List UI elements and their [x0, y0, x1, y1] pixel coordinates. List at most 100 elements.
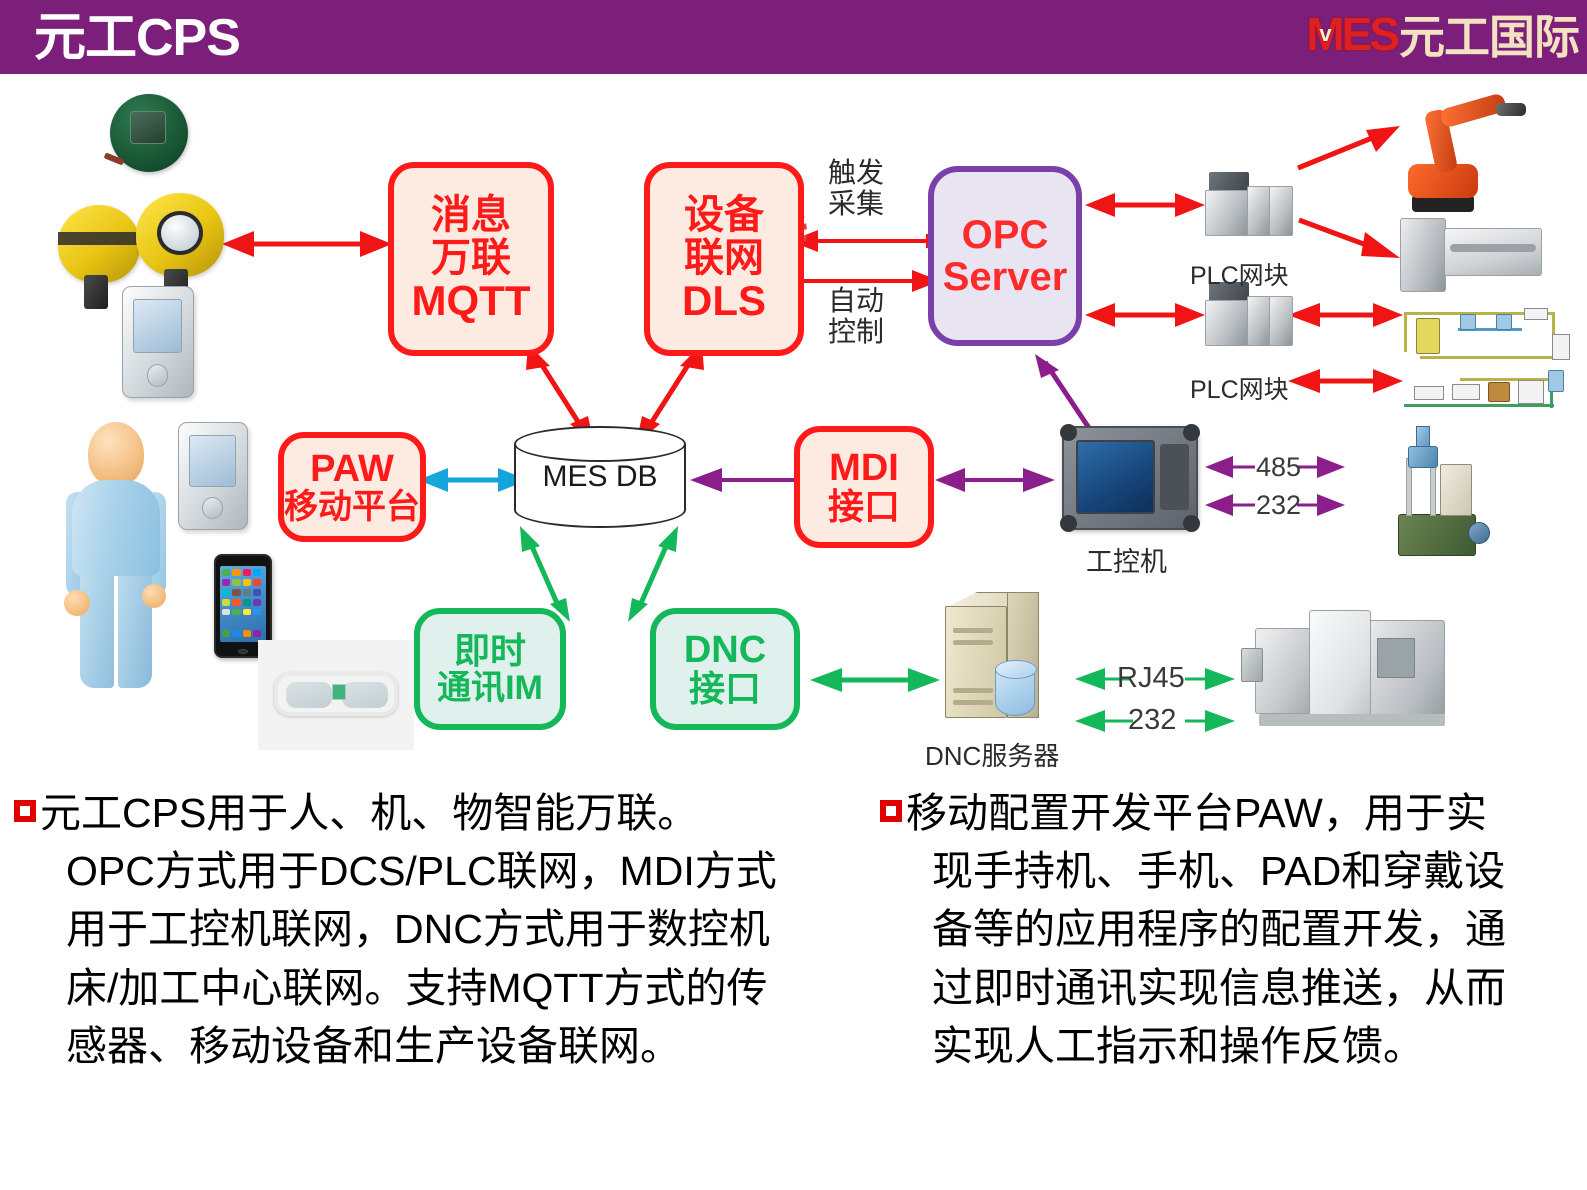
tablet-bumper-br	[1183, 515, 1200, 532]
label-485: 485	[1256, 452, 1302, 482]
brand-logo: MES v 元工国际	[1306, 4, 1580, 64]
logo-mes-text: MES v	[1306, 7, 1400, 61]
smart-glasses-icon	[258, 640, 414, 750]
node-opc-server[interactable]: OPC Server	[928, 166, 1082, 346]
node-dnc-line-2: 接口	[688, 668, 761, 710]
smartphone-home-button	[237, 649, 249, 654]
cps-architecture-diagram: 消息 万联 MQTT 设备 联网 DLS OPC Server PAW 移动平台…	[0, 74, 1587, 784]
arrow-paw-to-db	[418, 466, 528, 494]
label-trigger-line-2: 采集	[828, 187, 885, 219]
node-paw[interactable]: PAW 移动平台	[278, 432, 426, 542]
plc-module-icon	[1205, 172, 1297, 238]
node-mdi[interactable]: MDI 接口	[794, 426, 934, 548]
sensor-left-stem	[84, 275, 108, 309]
server-bay-2	[953, 640, 993, 645]
arrow-plc-to-robot	[1290, 126, 1400, 174]
label-232-upper: 232	[1256, 490, 1302, 520]
slide-header: 元工CPS MES v 元工国际	[0, 0, 1587, 74]
arrow-plc-to-machine	[1295, 214, 1400, 260]
bullet-left-line-4: 床/加工中心联网。支持MQTT方式的传	[66, 964, 768, 1011]
server-bay-3	[953, 688, 993, 693]
node-mqtt[interactable]: 消息 万联 MQTT	[388, 162, 554, 356]
process-schematic-icon	[1400, 302, 1572, 370]
label-plc-module-bottom: PLC网块	[1190, 376, 1289, 404]
pcb-wire	[103, 152, 125, 167]
cnc-left-body	[1255, 628, 1313, 714]
node-dnc-line-1: DNC	[683, 628, 767, 671]
node-dls[interactable]: 设备 联网 DLS	[644, 162, 804, 356]
cnc-base-frame	[1259, 714, 1445, 726]
arrow-link-232-upper	[1205, 492, 1345, 518]
bullet-left-line-1: 元工CPS用于人、机、物智能万联。	[40, 790, 699, 836]
person-hand-left	[64, 590, 90, 616]
server-bay-1	[953, 628, 993, 633]
robot-arm-icon	[1400, 92, 1540, 212]
bullet-left-line-5: 感器、移动设备和生产设备联网。	[66, 1022, 681, 1069]
node-im[interactable]: 即时 通讯IM	[414, 608, 566, 730]
cnc-center-door	[1309, 610, 1371, 718]
node-dls-line-1: 设备	[684, 193, 764, 238]
sch-pipe-3	[1458, 328, 1522, 331]
person-body	[72, 480, 160, 576]
machine-cabinet	[1400, 218, 1446, 292]
server-database-disc	[994, 660, 1037, 716]
sensor-band	[58, 231, 140, 245]
db-label: MES DB	[542, 460, 658, 493]
plc2-block-mid	[1247, 296, 1271, 346]
node-im-line-1: 即时	[453, 629, 526, 671]
bullet-right-line-4: 过即时通讯实现信息推送，从而	[932, 964, 1506, 1011]
pda-handheld-icon	[122, 286, 209, 408]
server-bay-4	[953, 700, 993, 705]
robot-wrist	[1496, 103, 1526, 116]
arrow-sensors-to-mqtt	[222, 229, 392, 259]
sch-tank-blue-2	[1496, 314, 1512, 330]
arrow-plc-to-schematic-1	[1288, 302, 1403, 328]
bullet-text-area: 元工CPS用于人、机、物智能万联。 OPC方式用于DCS/PLC联网，MDI方式…	[0, 784, 1587, 1190]
person-head	[88, 422, 144, 486]
logo-company-name: 元工国际	[1399, 11, 1580, 63]
bullet-right-line-1: 移动配置开发平台PAW，用于实	[906, 790, 1487, 836]
cnc-operator-panel	[1241, 648, 1263, 682]
node-dnc[interactable]: DNC 接口	[650, 608, 800, 730]
arrow-opc-to-plc-bottom	[1085, 302, 1205, 328]
glasses-frame	[274, 672, 398, 716]
plc-module-icon-2	[1205, 282, 1297, 348]
pcb-sensor-icon	[103, 94, 188, 172]
machine-bed	[1444, 228, 1542, 276]
arrow-dnc-to-server	[810, 666, 940, 694]
sensor-right	[136, 193, 224, 277]
tablet-bumper-bl	[1060, 515, 1077, 532]
bullet-column-left: 元工CPS用于人、机、物智能万联。 OPC方式用于DCS/PLC联网，MDI方式…	[14, 784, 854, 1075]
node-paw-line-2: 移动平台	[284, 488, 420, 527]
sch2-tank-brown	[1488, 382, 1510, 402]
glasses-lens-right	[342, 682, 388, 708]
person-hand-right	[142, 584, 166, 608]
sch-box-2	[1552, 334, 1570, 360]
sch2-pipe-1	[1404, 404, 1554, 407]
sch-box-1	[1524, 308, 1548, 320]
node-mqtt-line-2: 万联	[431, 235, 511, 280]
tablet-bumper-tr	[1183, 424, 1200, 441]
press-base	[1398, 514, 1476, 556]
plc2-top-cover	[1209, 282, 1249, 302]
bullet-left-line-3: 用于工控机联网，DNC方式用于数控机	[66, 906, 770, 953]
press-machine-icon	[1390, 426, 1510, 572]
sch2-box-1	[1414, 386, 1444, 400]
dnc-server-icon	[945, 592, 1045, 722]
cnc-window	[1377, 638, 1415, 678]
label-industrial-pc: 工控机	[1086, 547, 1167, 577]
mes-database-node[interactable]: MES DB	[514, 426, 686, 528]
plc2-block-left	[1205, 300, 1249, 346]
plc-block-left	[1205, 190, 1249, 236]
bullet-marker-icon-2	[880, 800, 902, 822]
sensor-left	[58, 205, 140, 283]
arrow-db-to-dnc	[620, 526, 690, 622]
bullet-right-line-5: 实现人工指示和操作反馈。	[932, 1022, 1424, 1069]
node-dls-line-2: 联网	[684, 235, 764, 280]
node-mdi-line-1: MDI	[829, 446, 899, 489]
process-schematic-icon-2	[1400, 370, 1572, 432]
glasses-prism	[332, 684, 346, 700]
plc-top-cover	[1209, 172, 1249, 192]
page-title: 元工CPS	[34, 9, 241, 67]
bullet-item-right: 移动配置开发平台PAW，用于实 现手持机、手机、PAD和穿戴设 备等的应用程序的…	[880, 784, 1580, 1075]
